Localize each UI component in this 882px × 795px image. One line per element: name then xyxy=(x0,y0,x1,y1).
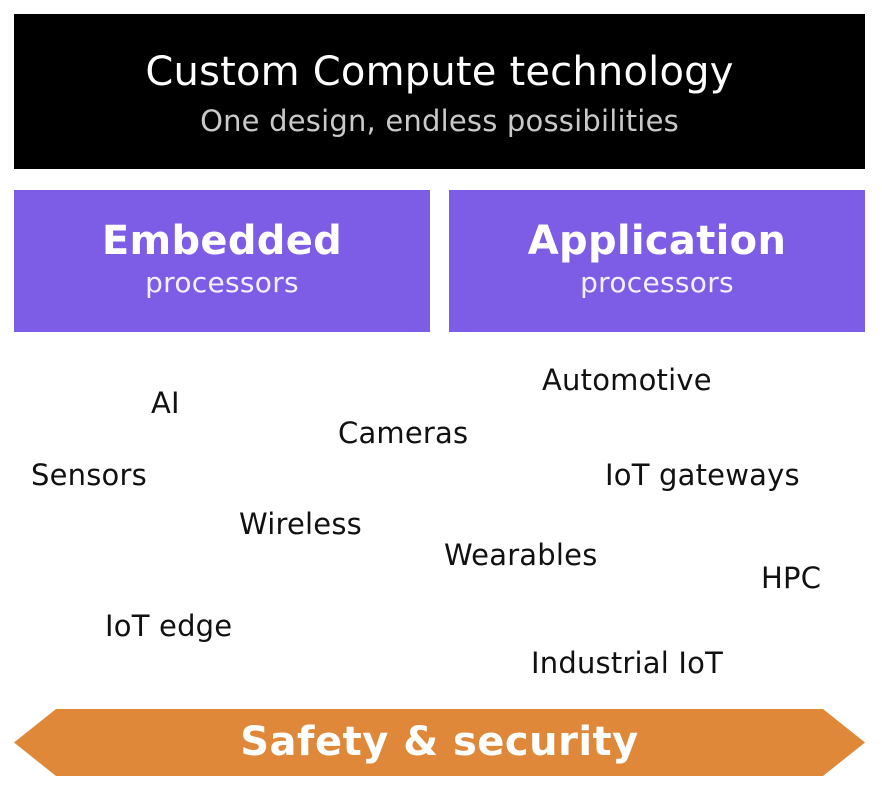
double-arrow-shape xyxy=(14,709,865,776)
embedded-subtitle: processors xyxy=(145,266,299,299)
header-banner: Custom Compute technology One design, en… xyxy=(14,14,865,169)
application-subtitle: processors xyxy=(580,266,734,299)
safety-security-label: Safety & security xyxy=(240,719,639,765)
application-processors-box: Application processors xyxy=(449,190,865,332)
application-tag-iot-gateways: IoT gateways xyxy=(605,458,800,492)
application-tag-wireless: Wireless xyxy=(239,507,362,541)
application-tag-industrial-iot: Industrial IoT xyxy=(531,646,724,680)
page-title: Custom Compute technology xyxy=(145,49,734,95)
embedded-title: Embedded xyxy=(101,218,343,264)
safety-security-arrow: Safety & security xyxy=(14,709,865,776)
application-tag-wearables: Wearables xyxy=(444,538,598,572)
application-tag-ai: AI xyxy=(151,386,180,420)
application-tag-automotive: Automotive xyxy=(542,363,712,397)
page-subtitle: One design, endless possibilities xyxy=(200,104,679,138)
application-title: Application xyxy=(527,218,787,264)
double-arrow-icon xyxy=(14,709,865,776)
application-tag-sensors: Sensors xyxy=(31,458,147,492)
application-tag-hpc: HPC xyxy=(761,561,822,595)
application-tag-cameras: Cameras xyxy=(338,416,469,450)
application-tag-iot-edge: IoT edge xyxy=(105,609,233,643)
embedded-processors-box: Embedded processors xyxy=(14,190,430,332)
